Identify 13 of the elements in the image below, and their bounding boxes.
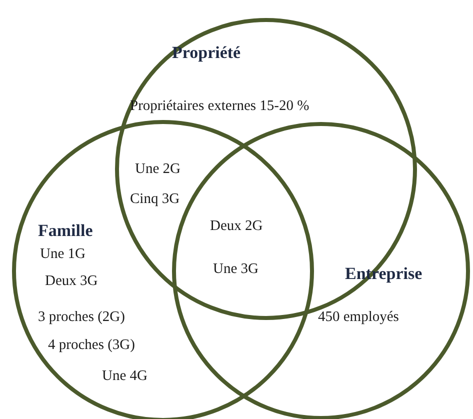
region-text: Une 4G (102, 369, 148, 385)
circle-heading: Propriété (172, 44, 241, 63)
intersection-text: Une 2G (135, 162, 181, 178)
intersection-text: Une 3G (213, 262, 259, 278)
region-text: 4 proches (3G) (48, 338, 135, 354)
region-text: Deux 3G (45, 274, 98, 290)
region-text: 450 employés (318, 310, 399, 326)
venn-circle (12, 120, 314, 419)
circle-heading: Famille (38, 222, 93, 241)
region-text: 3 proches (2G) (38, 310, 125, 326)
region-text: Une 1G (40, 247, 86, 263)
intersection-text: Deux 2G (210, 219, 263, 235)
intersection-text: Cinq 3G (130, 192, 180, 208)
